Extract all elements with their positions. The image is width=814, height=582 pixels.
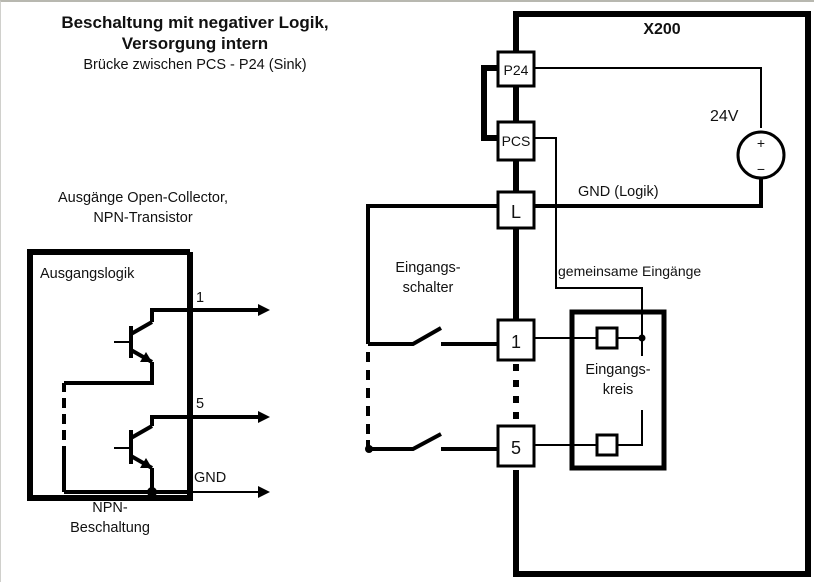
output-logic-box	[27, 249, 193, 501]
input-circuit-label-line2: kreis	[603, 382, 634, 398]
input-bus-dots	[513, 364, 519, 419]
gnd-arrow-icon	[258, 486, 270, 498]
input-switch-1-icon	[368, 326, 498, 346]
output5-label: 5	[196, 396, 204, 412]
switch-label-line1: Eingangs-	[395, 260, 460, 276]
output-logic-label: Ausgangslogik	[40, 266, 135, 282]
switch-label-line2: schalter	[403, 280, 454, 296]
terminal-in1-label: 1	[511, 332, 521, 352]
terminal-in5-label: 5	[511, 438, 521, 458]
input1-element-icon	[595, 326, 619, 350]
x200-module-outline	[513, 11, 811, 577]
input-circuit-label-line1: Eingangs-	[585, 362, 650, 378]
terminal-pcs	[496, 120, 536, 162]
wire-pcs-common	[534, 137, 643, 338]
npn-transistor-1-icon	[64, 308, 262, 385]
terminal-p24-label: P24	[504, 62, 529, 78]
input-switch-5-icon	[369, 432, 498, 451]
wire-l-switch-bus	[366, 204, 498, 344]
x200-label: X200	[643, 21, 680, 38]
gnd-logik-label: GND (Logik)	[578, 184, 659, 200]
wire-p24-source	[534, 67, 762, 128]
wire-in5-common	[617, 410, 643, 446]
output5-arrow-icon	[258, 411, 270, 423]
output1-arrow-icon	[258, 304, 270, 316]
gnd-label: GND	[194, 470, 226, 486]
output1-label: 1	[196, 290, 204, 306]
bridge-p24-pcs	[481, 65, 498, 141]
common-inputs-label: gemeinsame Eingänge	[558, 263, 701, 279]
wire-source-gnd	[534, 178, 763, 208]
left-heading-line2: NPN-Transistor	[93, 210, 193, 226]
output-logic-box-outline	[27, 249, 193, 501]
npn-transistor-5-icon	[114, 415, 262, 497]
left-heading-line1: Ausgänge Open-Collector,	[58, 190, 228, 206]
npn-label-line1: NPN-	[92, 500, 128, 516]
npn-label-line2: Beschaltung	[70, 520, 150, 536]
source-plus: +	[757, 135, 765, 151]
source-minus: −	[757, 161, 765, 177]
source-label: 24V	[710, 108, 739, 125]
title-line3: Brücke zwischen PCS - P24 (Sink)	[83, 57, 306, 73]
terminal-pcs-label: PCS	[502, 133, 531, 149]
title-line1: Beschaltung mit negativer Logik,	[61, 13, 328, 32]
input-circuit-box	[569, 309, 667, 471]
title-line2: Versorgung intern	[122, 34, 268, 53]
terminal-l-label: L	[511, 202, 521, 222]
terminal-l	[496, 190, 536, 230]
terminal-in1	[496, 318, 536, 362]
input5-element-icon	[595, 433, 619, 457]
transistor-link-dashed	[62, 383, 190, 494]
terminal-p24	[496, 50, 536, 88]
